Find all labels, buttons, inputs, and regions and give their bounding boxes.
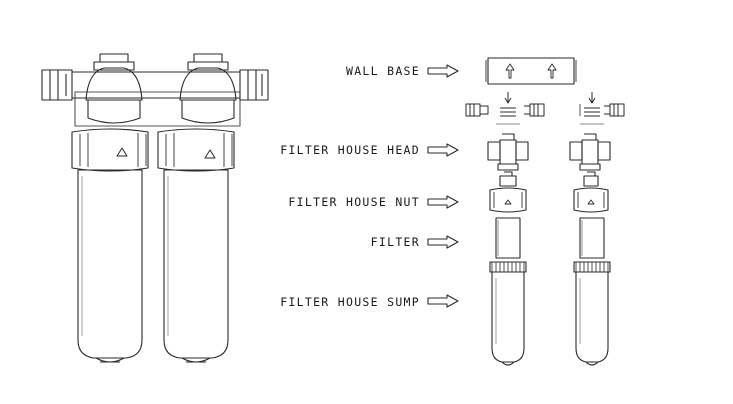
right-nut xyxy=(157,128,235,172)
up-arrow-icon xyxy=(505,63,515,79)
left-nut xyxy=(71,128,149,172)
up-arrow-icon xyxy=(547,63,557,79)
filter-house-nut-part xyxy=(489,171,609,213)
assembled-filter-unit xyxy=(41,53,269,363)
wall-base-part xyxy=(485,57,577,85)
down-arrow-icon xyxy=(504,92,512,104)
fittings-row xyxy=(465,92,625,125)
right-sump xyxy=(163,169,229,359)
label-wall-base: WALL BASE xyxy=(345,64,420,78)
arrow-icon xyxy=(427,294,459,308)
left-fitting xyxy=(41,69,73,101)
label-filter-house-head: FILTER HOUSE HEAD xyxy=(280,143,420,157)
down-arrow-icon xyxy=(588,92,596,104)
filter-house-head-part xyxy=(487,133,611,171)
recycle-icon xyxy=(116,147,128,157)
filter-cartridge-part xyxy=(495,217,605,259)
right-fitting xyxy=(239,69,269,101)
filter-house-sump-part xyxy=(489,261,611,366)
label-filter-house-nut: FILTER HOUSE NUT xyxy=(288,195,420,209)
label-filter: FILTER xyxy=(370,235,420,249)
label-filter-house-sump: FILTER HOUSE SUMP xyxy=(280,295,420,309)
left-sump xyxy=(77,169,143,359)
cross-pipe xyxy=(72,71,240,99)
arrow-icon xyxy=(427,235,459,249)
wall-base-plate xyxy=(74,91,241,127)
label-arrows xyxy=(427,64,459,308)
arrow-icon xyxy=(427,64,459,78)
arrow-icon xyxy=(427,143,459,157)
arrow-icon xyxy=(427,195,459,209)
left-head xyxy=(85,67,143,101)
recycle-icon xyxy=(204,149,216,159)
right-head xyxy=(179,67,237,101)
